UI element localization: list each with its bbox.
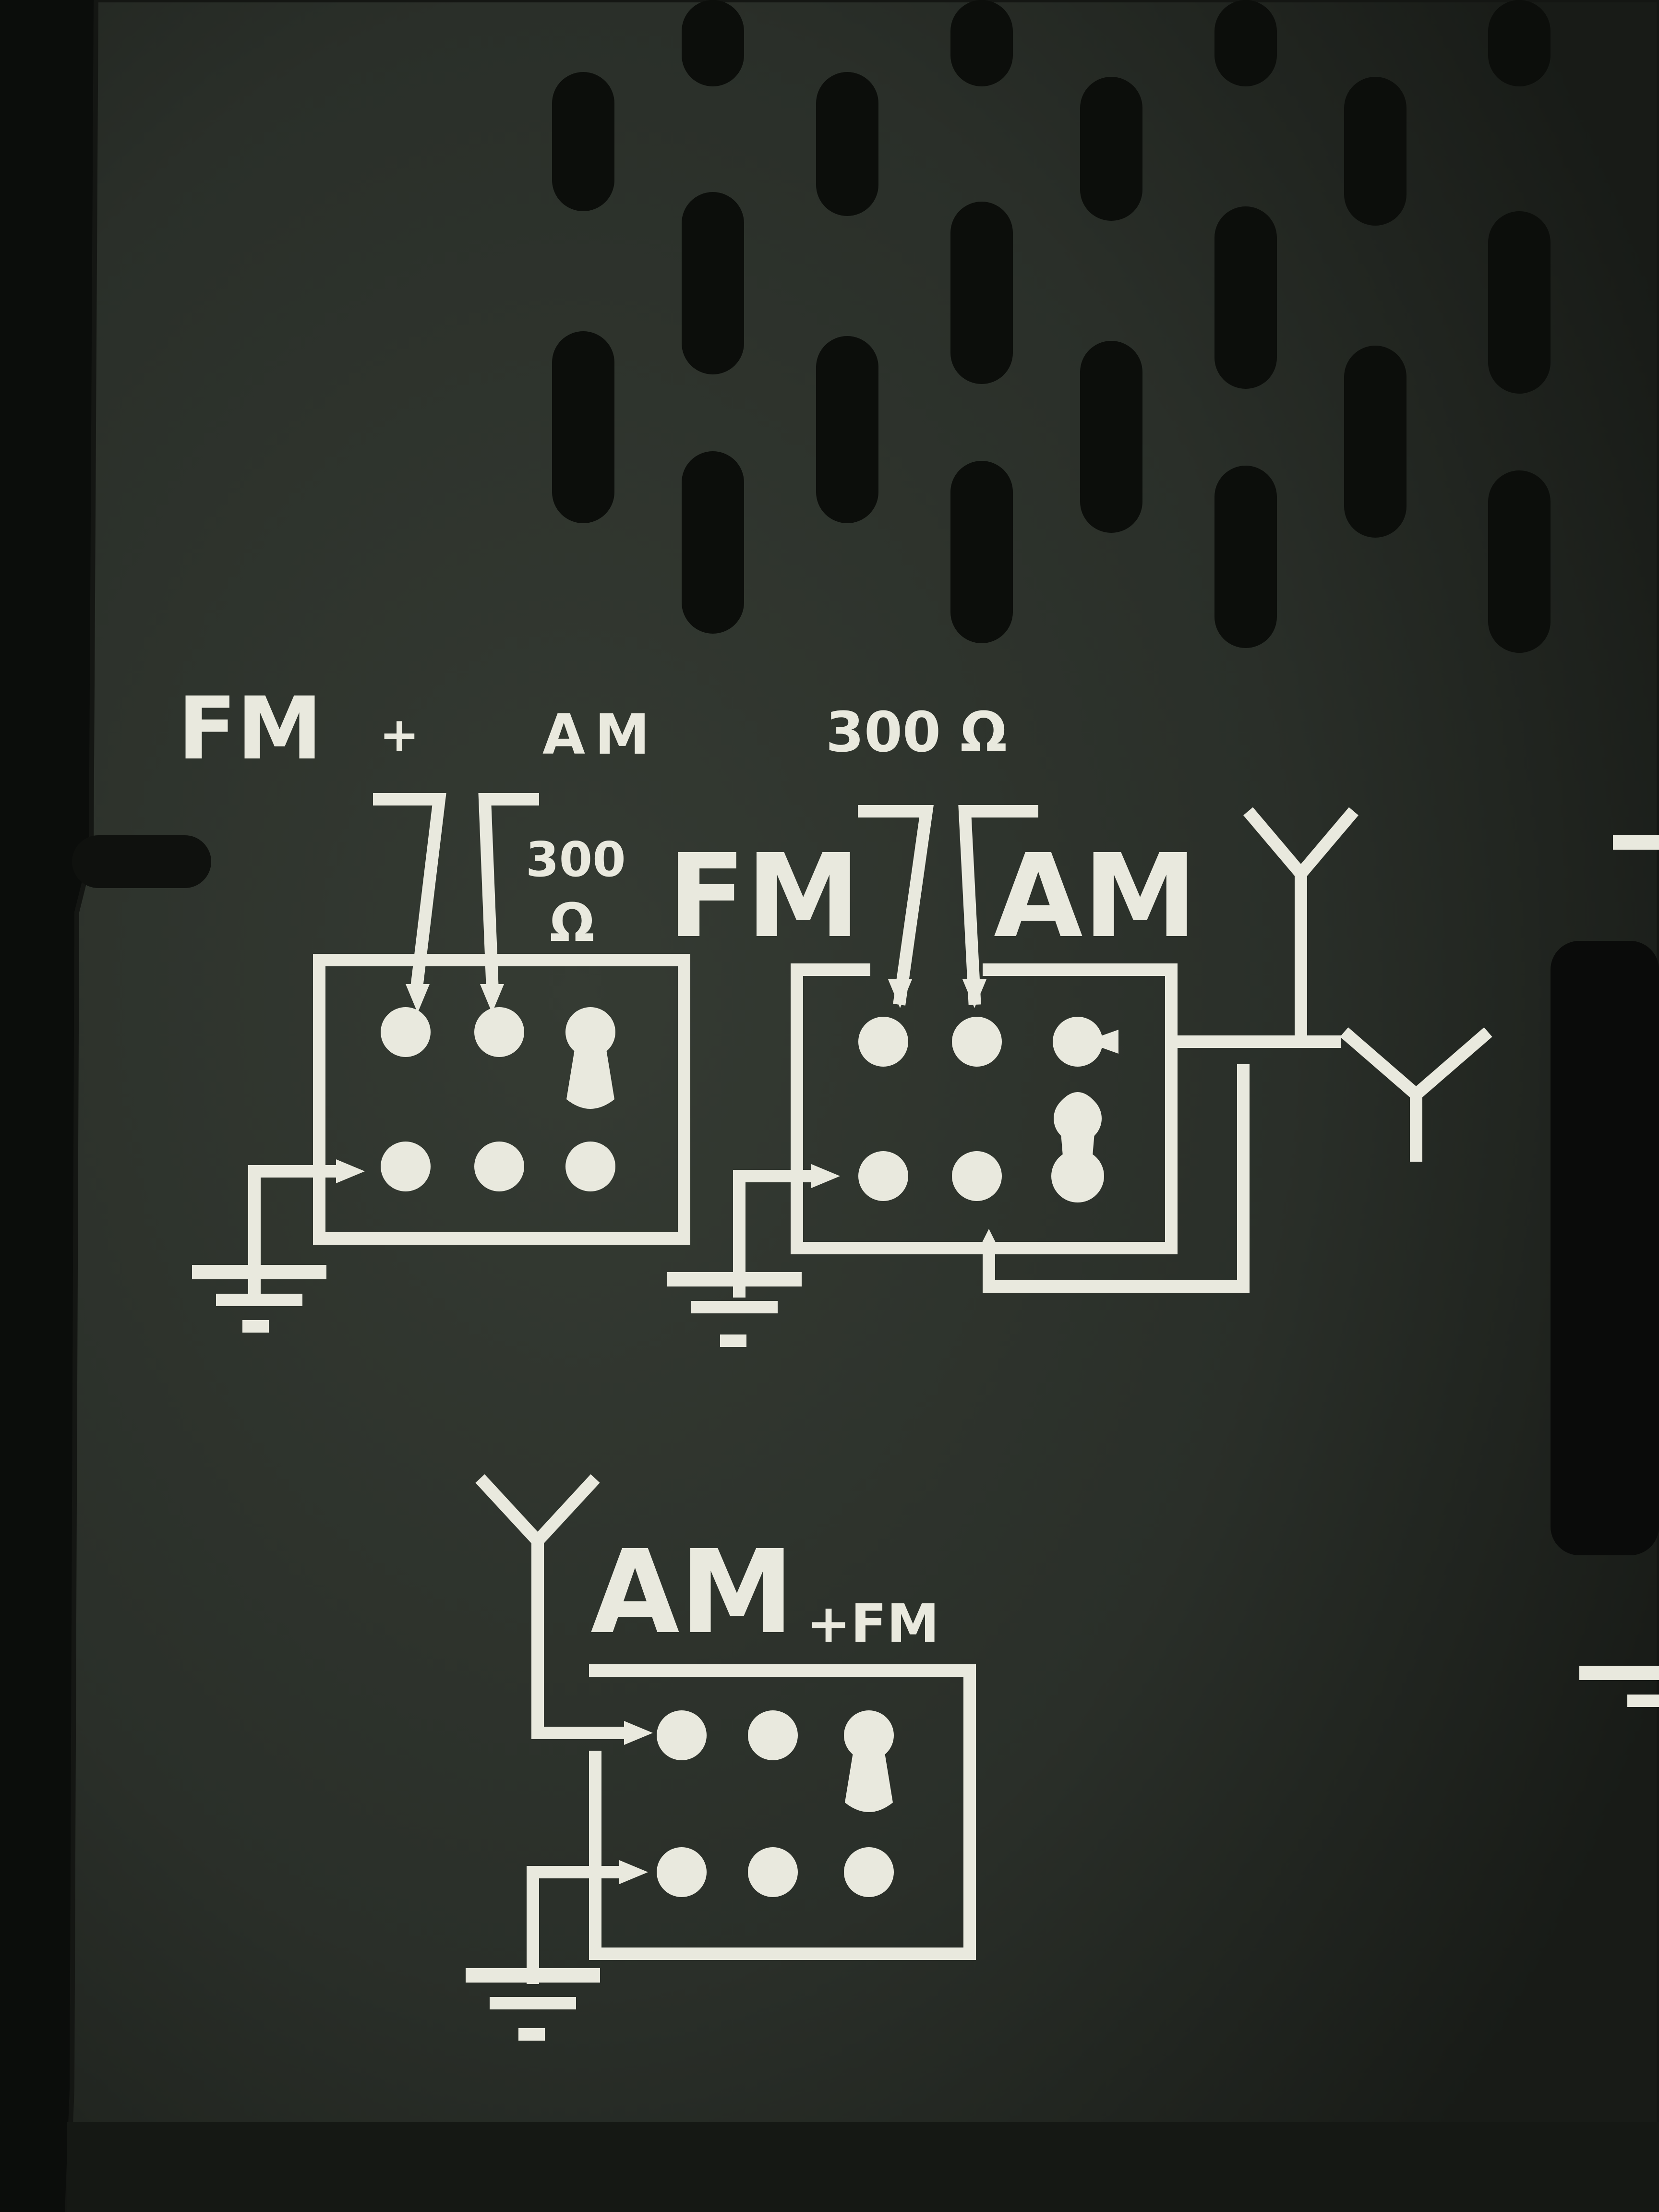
- feed-line-2: [478, 793, 539, 986]
- feed-line-2: [958, 805, 1038, 1005]
- terminals: [858, 1017, 1002, 1201]
- antenna-icon: [1340, 1027, 1492, 1162]
- terminals: [381, 1007, 615, 1191]
- feed-line-1: [373, 793, 446, 986]
- terminal-box: [589, 1664, 976, 1960]
- diagram-300-ohm-fm-am: 300 Ω FM AM: [667, 700, 1358, 1347]
- label-300-ohm: 300 Ω: [826, 700, 1007, 765]
- arrow-icon: [811, 979, 1118, 1253]
- diagram-am-fm: AM +FM: [466, 1474, 976, 2041]
- panel-bottom-edge: [67, 2122, 1659, 2212]
- vent-slots: [552, 0, 1551, 653]
- ground-line: [527, 1866, 625, 1984]
- label-300: 300: [526, 831, 626, 888]
- antenna-icon: [1243, 807, 1358, 1042]
- ground-icon: [466, 1968, 600, 2041]
- label-fm: FM: [178, 679, 323, 779]
- feed-line-1: [858, 805, 934, 1006]
- ground-icon: [1579, 835, 1659, 1707]
- label-am: AM: [994, 829, 1198, 963]
- arrow-icon: [619, 1721, 653, 1884]
- antenna-icon: [475, 1474, 600, 1733]
- label-plus: +: [379, 707, 420, 763]
- ground-icon: [667, 1272, 802, 1347]
- right-cutout: [1551, 941, 1659, 1555]
- terminals: [657, 1710, 894, 1897]
- label-fm: FM: [667, 829, 861, 963]
- arrow-icon: [336, 984, 504, 1183]
- ground-line: [733, 1170, 817, 1298]
- diagram-fm-am-300-ohm: FM + AM 300 Ω: [178, 679, 690, 1333]
- bottom-link: [983, 1064, 1250, 1293]
- ground-line: [248, 1165, 342, 1298]
- terminal-box: [313, 954, 690, 1245]
- keyhole-socket-icon: [1051, 1017, 1104, 1202]
- keyhole-socket-icon: [565, 1007, 615, 1109]
- ground-icon: [192, 1265, 326, 1333]
- label-ohm: Ω: [550, 892, 595, 953]
- label-am: AM: [542, 703, 659, 767]
- keyhole-socket-icon: [844, 1710, 894, 1812]
- label-plus-fm: +FM: [806, 1593, 939, 1654]
- label-am: AM: [590, 1525, 794, 1659]
- panel-notch: [72, 835, 211, 888]
